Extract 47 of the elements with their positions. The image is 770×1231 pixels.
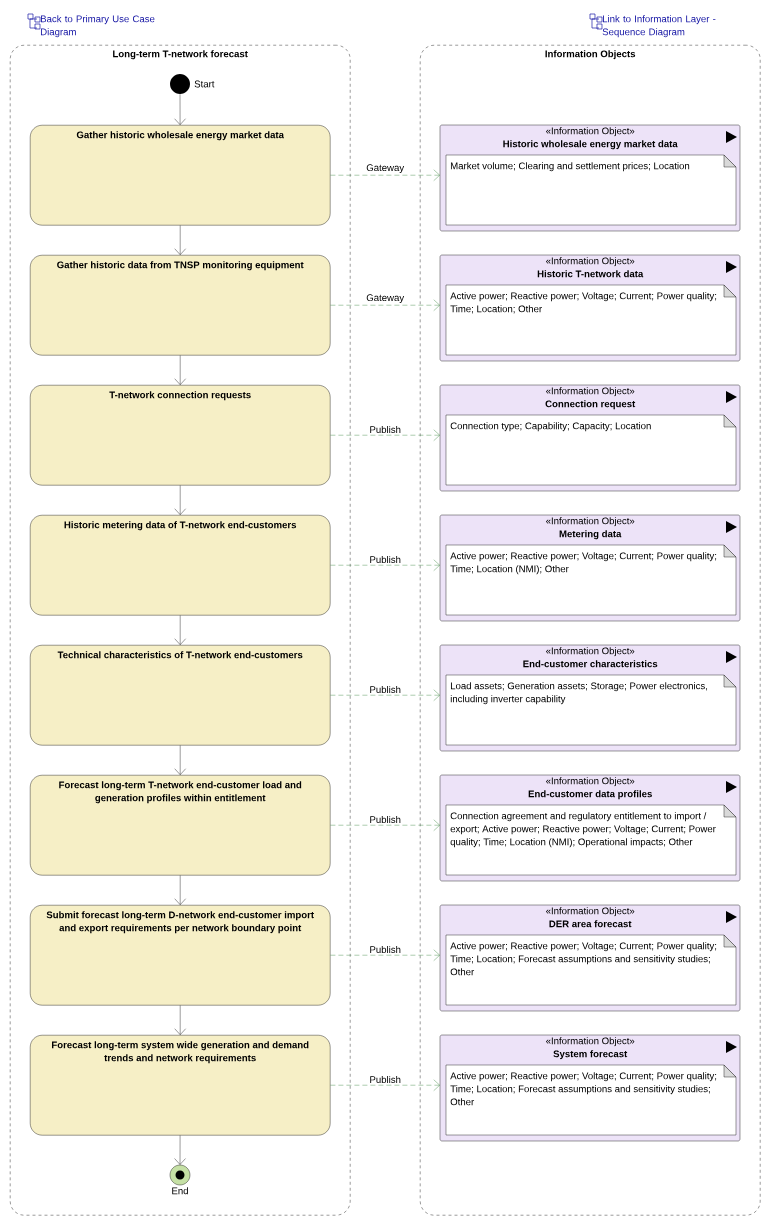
activity-box: Forecast long-term T-network end-customer load and generation profiles within entitlement (30, 775, 331, 876)
activity-box: Submit forecast long-term D-network end-customer import and export requirements per network boundary point (30, 905, 331, 1006)
activity-box: Historic metering data of T-network end-customers (30, 515, 331, 616)
information-object-box: «Information Object» End-customer characteristics Load assets; Generation assets; Storage; Power electronics, including inverter capability (439, 644, 741, 752)
information-object-box: «Information Object» Historic T-network data Active power; Reactive power; Voltage; Current; Power quality; Time; Location; Other (439, 254, 741, 362)
edge-label: Publish (370, 815, 401, 823)
information-object-box: «Information Object» System forecast Active power; Reactive power; Voltage; Current; Power quality; Time; Location; Forecast assumptions and sensitivity studies; Other (439, 1034, 741, 1142)
arrow (174, 225, 186, 255)
arrow (174, 94, 186, 125)
information-object-box: «Information Object» End-customer data profiles Connection agreement and regulatory entitlement to import / export; Active power; Reactive power; Voltage; Current; Power quality; Time; Location (NMI); Operational impacts; Other (439, 774, 741, 882)
information-object-box: «Information Object» DER area forecast Active power; Reactive power; Voltage; Current; Power quality; Time; Location; Forecast assumptions and sensitivity studies; Other (439, 904, 741, 1012)
edge-label: Gateway (366, 164, 405, 173)
arrow (174, 875, 186, 905)
end-node (169, 1164, 191, 1186)
arrow (174, 1135, 186, 1165)
edge-label: Publish (370, 685, 401, 693)
information-object-box: «Information Object» Metering data Active power; Reactive power; Voltage; Current; Power quality; Time; Location (NMI); Other (439, 514, 741, 622)
arrow (330, 819, 440, 831)
arrow (174, 355, 186, 385)
activity-box: Forecast long-term system wide generation and demand trends and network requirements (30, 1035, 331, 1136)
arrow (330, 689, 440, 701)
arrow (174, 745, 186, 775)
arrow (174, 1005, 186, 1035)
arrow (330, 169, 440, 181)
activity-box: T-network connection requests (30, 385, 331, 486)
arrow (330, 299, 440, 311)
edge-label: Publish (370, 1075, 401, 1083)
link-text: Back to Primary Use Case Diagram (41, 15, 155, 38)
arrow (330, 949, 440, 961)
information-object-box: «Information Object» Historic wholesale energy market data Market volume; Clearing and settlement prices; Location (439, 124, 741, 232)
activity-box: Gather historic wholesale energy market data (30, 125, 331, 226)
start-node (170, 74, 190, 94)
arrow (174, 615, 186, 645)
activity-box: Gather historic data from TNSP monitoring equipment (30, 255, 331, 356)
node-caption: Start (194, 80, 215, 88)
edge-label: Gateway (366, 294, 405, 303)
arrow (174, 485, 186, 515)
node-caption: End (172, 1187, 188, 1195)
arrow (330, 559, 440, 571)
edge-label: Publish (370, 555, 401, 563)
arrow (330, 429, 440, 441)
edge-label: Publish (370, 945, 401, 953)
activity-box: Technical characteristics of T-network end-customers (30, 645, 331, 746)
link-text: Link to Information Layer - Sequence Diagram (602, 15, 716, 38)
edge-label: Publish (370, 425, 401, 433)
arrow (330, 1079, 440, 1091)
information-object-box: «Information Object» Connection request Connection type; Capability; Capacity; Location (439, 384, 741, 492)
